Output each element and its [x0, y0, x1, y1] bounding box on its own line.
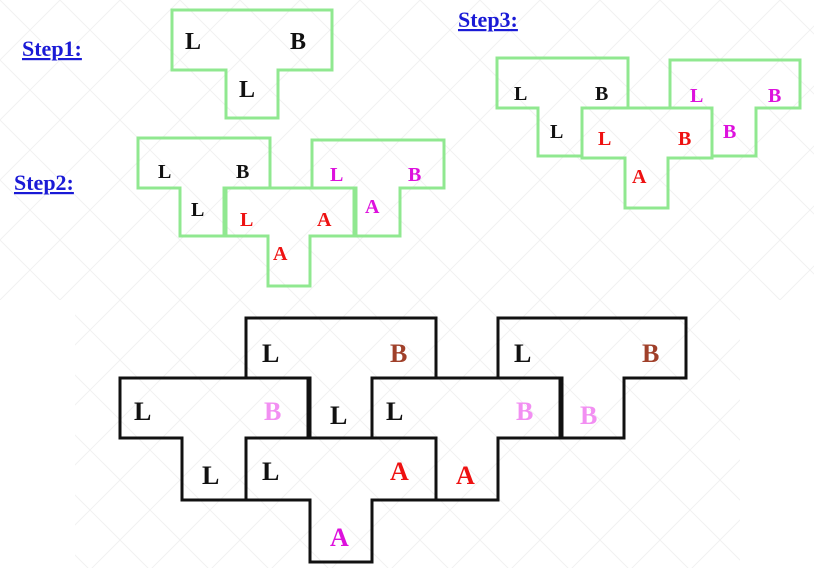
letter-b: B: [768, 85, 781, 107]
letter-l: L: [158, 161, 171, 183]
letter-l: L: [134, 397, 151, 426]
letter-b: B: [723, 121, 736, 143]
letter-b: B: [516, 397, 533, 426]
tile-outline: [224, 186, 356, 288]
letter-l: L: [262, 457, 279, 486]
letter-l: L: [550, 121, 563, 143]
letter-l: L: [386, 397, 403, 426]
letter-l: L: [598, 128, 611, 150]
letter-a: A: [456, 461, 475, 490]
letter-l: L: [262, 339, 279, 368]
letter-b: B: [595, 83, 608, 105]
letter-b: B: [642, 339, 659, 368]
letter-l: L: [202, 461, 219, 490]
letter-l: L: [191, 199, 204, 221]
tile-outline: [244, 436, 438, 564]
tile-outline: [170, 8, 334, 120]
letter-l: L: [185, 29, 201, 55]
letter-b: B: [236, 161, 249, 183]
letter-b: B: [264, 397, 281, 426]
letter-l: L: [690, 85, 703, 107]
letter-l: L: [514, 83, 527, 105]
letter-a: A: [365, 196, 380, 218]
final-tiling: L B L L B B L B L L B A L A A: [118, 316, 688, 564]
letter-l: L: [240, 209, 253, 231]
letter-b: B: [290, 29, 306, 55]
background-top: [0, 0, 814, 300]
letter-a: A: [632, 166, 647, 188]
letter-b: B: [390, 339, 407, 368]
step3-tiling: L B L L B B L B A: [495, 56, 802, 210]
letter-l: L: [330, 401, 347, 430]
step1-label: Step1:: [22, 36, 82, 61]
letter-b: B: [408, 164, 421, 186]
letter-b: B: [678, 128, 691, 150]
letter-l: L: [514, 339, 531, 368]
letter-l: L: [239, 77, 255, 103]
letter-a: A: [317, 209, 332, 231]
background-final-panel: [75, 300, 740, 568]
step2-label: Step2:: [14, 170, 74, 195]
letter-a: A: [273, 243, 288, 265]
letter-a: A: [330, 523, 349, 552]
letter-b: B: [580, 401, 597, 430]
letter-l: L: [330, 164, 343, 186]
step3-label: Step3:: [458, 7, 518, 32]
tile-outline: [136, 136, 272, 238]
step1-tile: L B L: [170, 8, 334, 120]
tile-outline: [580, 106, 714, 210]
step2-tiling: L B L L B A L A A: [136, 136, 446, 288]
letter-a: A: [390, 457, 409, 486]
